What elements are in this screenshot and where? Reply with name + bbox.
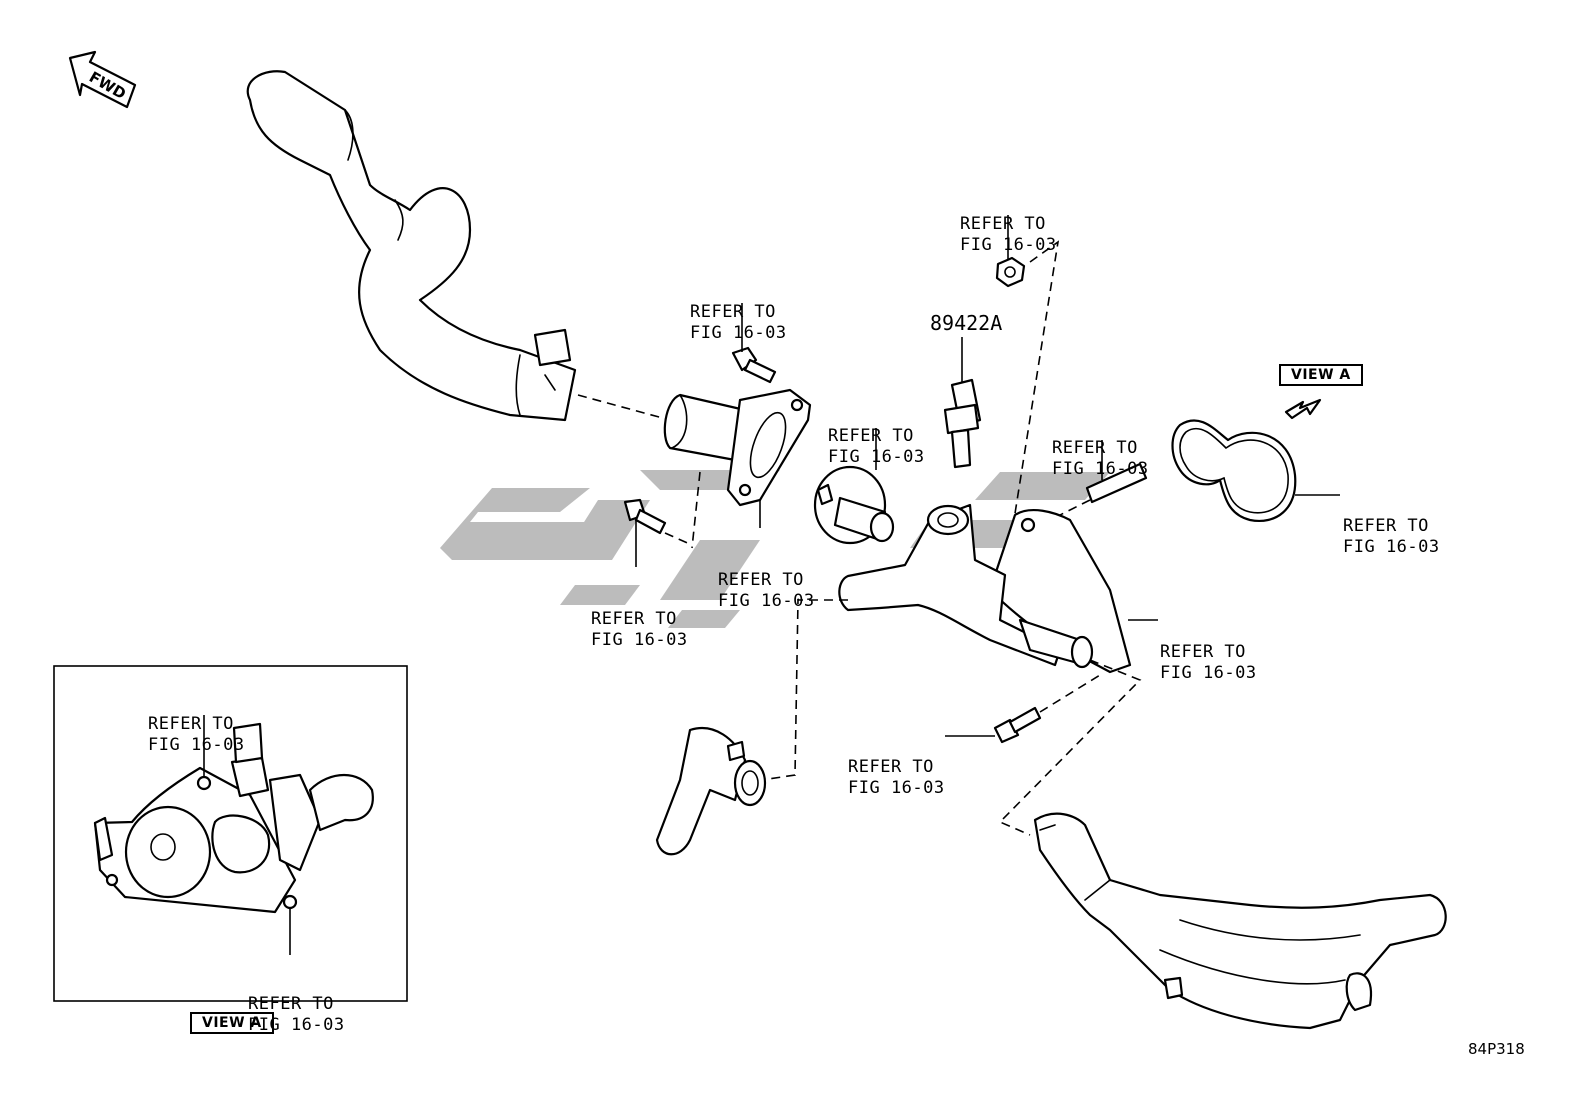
view-arrow-icon bbox=[1284, 398, 1322, 420]
fwd-arrow-icon: FWD bbox=[68, 50, 137, 109]
inlet-hose-left bbox=[655, 727, 767, 856]
view-a-inset bbox=[53, 665, 408, 1002]
stud bbox=[1085, 462, 1148, 504]
leader-dashed bbox=[761, 599, 848, 781]
bolt-lower-left bbox=[623, 498, 667, 535]
leader-dashed bbox=[998, 659, 1142, 836]
bolt-upper bbox=[731, 346, 777, 384]
leader-dashed bbox=[1039, 674, 1101, 713]
upper-radiator-hose bbox=[246, 70, 577, 422]
housing-gasket bbox=[1171, 419, 1297, 522]
water-outlet bbox=[663, 388, 812, 507]
leader-dashed bbox=[664, 532, 693, 546]
leader-dashed bbox=[691, 471, 701, 549]
coolant-temp-sensor bbox=[943, 378, 982, 469]
bolt-lower bbox=[993, 706, 1042, 744]
leader-dashed bbox=[1009, 240, 1060, 546]
leader-dashed bbox=[577, 394, 671, 421]
nut-top bbox=[995, 256, 1026, 288]
part-number-label: 89422A bbox=[930, 311, 1003, 335]
leader-lines bbox=[635, 215, 1340, 737]
thermostat bbox=[813, 465, 895, 545]
lower-hose-assembly bbox=[1033, 812, 1447, 1030]
view-a-inset-label: VIEW A bbox=[190, 1012, 274, 1034]
diagram-code: 84P318 bbox=[1468, 1040, 1525, 1058]
view-a-label: VIEW A bbox=[1279, 364, 1363, 386]
water-inlet-housing bbox=[838, 503, 1132, 674]
